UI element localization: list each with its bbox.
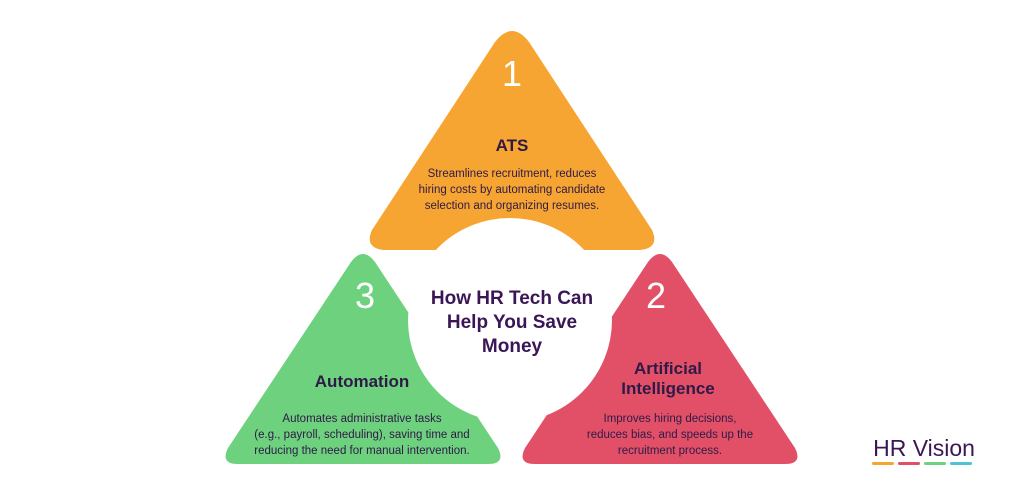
center-circle <box>408 218 612 422</box>
section-ats: 1 ATS Streamlines recruitment, reduces h… <box>369 31 655 250</box>
brand-underline-3 <box>924 462 946 465</box>
triangle-artificial-intelligence <box>522 254 798 464</box>
section-automation: 3 Automation Automates administrative ta… <box>225 254 501 464</box>
section-description-ats-line-2: hiring costs by automating candidate <box>419 184 606 196</box>
section-description-automation-line-1: Automates administrative tasks <box>282 413 441 425</box>
section-title-ats: ATS <box>496 136 529 155</box>
section-description-automation-line-2: (e.g., payroll, scheduling), saving time… <box>254 429 469 441</box>
section-description-artificial-intelligence-line-1: Improves hiring decisions, <box>604 413 737 425</box>
section-title-artificial-intelligence-line-2: Intelligence <box>621 379 715 398</box>
section-number-ats: 1 <box>502 53 522 94</box>
brand-underline-4 <box>950 462 972 465</box>
section-artificial-intelligence: 2 Artificial Intelligence Improves hirin… <box>522 254 798 464</box>
brand-name: HR Vision <box>873 435 975 461</box>
section-description-ats-line-3: selection and organizing resumes. <box>425 200 600 212</box>
section-description-artificial-intelligence-line-3: recruitment process. <box>618 445 722 457</box>
triangle-ats <box>369 31 655 250</box>
section-title-automation: Automation <box>315 372 409 391</box>
section-description-automation-line-3: reducing the need for manual interventio… <box>254 445 469 457</box>
brand-logo: HR Vision <box>872 435 975 465</box>
section-number-automation: 3 <box>355 275 375 316</box>
triangle-automation <box>225 254 501 464</box>
center-hub: How HR Tech Can Help You Save Money <box>408 218 612 422</box>
brand-underline-2 <box>898 462 920 465</box>
center-title-line-3: Money <box>482 336 543 357</box>
section-description-artificial-intelligence-line-2: reduces bias, and speeds up the <box>587 429 753 441</box>
section-number-artificial-intelligence: 2 <box>646 275 666 316</box>
center-title-line-1: How HR Tech Can <box>431 288 593 309</box>
center-title-line-2: Help You Save <box>447 312 577 333</box>
brand-underline-1 <box>872 462 894 465</box>
section-description-ats-line-1: Streamlines recruitment, reduces <box>428 168 597 180</box>
section-title-artificial-intelligence-line-1: Artificial <box>634 359 702 378</box>
